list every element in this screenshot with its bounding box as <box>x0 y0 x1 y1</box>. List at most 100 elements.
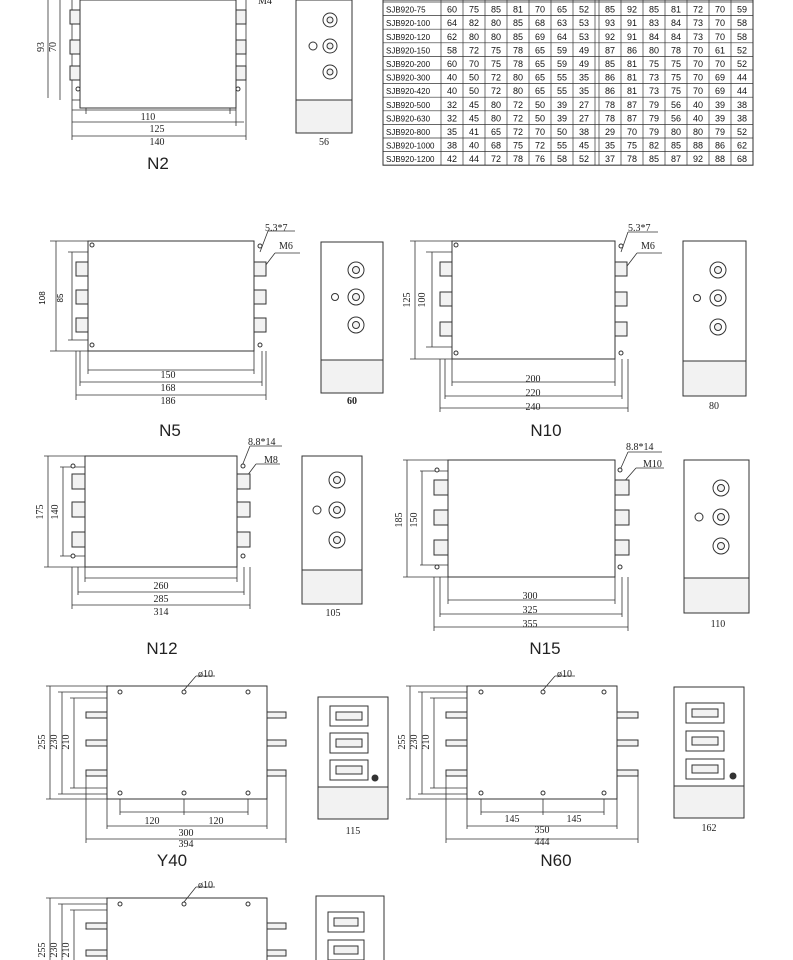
n2-drawing: 93 70 110 125 140 M4 56 N2 <box>36 0 353 173</box>
table-value-cell: 40 <box>693 100 703 110</box>
n10-hole-label: 5.3*7 <box>628 223 651 234</box>
table-model-cell: SJB920-420 <box>386 87 431 96</box>
table-value-cell: 80 <box>491 113 501 123</box>
table-value-cell: 72 <box>469 45 479 55</box>
table-value-cell: 85 <box>605 59 615 69</box>
table-value-cell: 82 <box>469 18 479 28</box>
table-value-cell: 58 <box>447 45 457 55</box>
table-value-cell: 38 <box>579 127 589 137</box>
n10-h2-label: 100 <box>417 293 428 308</box>
table-value-cell: 62 <box>737 141 747 151</box>
table-value-cell: 75 <box>491 45 501 55</box>
n12-side-terminals <box>312 471 346 549</box>
table-value-cell: 44 <box>737 86 747 96</box>
table-value-cell: 50 <box>469 73 479 83</box>
n10-front-view <box>451 240 616 360</box>
table-value-cell: 81 <box>671 5 681 15</box>
table-value-cell: 38 <box>737 113 747 123</box>
n15-w1-label: 300 <box>523 591 538 602</box>
table-model-cell: SJB920-200 <box>386 60 431 69</box>
table-model-cell: SJB920-800 <box>386 128 431 137</box>
n2-front-view <box>79 0 237 109</box>
table-value-cell: 85 <box>671 141 681 151</box>
n60-caption: N60 <box>540 851 571 870</box>
table-value-cell: 85 <box>513 18 523 28</box>
table-value-cell: 70 <box>469 59 479 69</box>
table-value-cell: 72 <box>513 100 523 110</box>
y40-terminals <box>85 711 287 777</box>
table-value-cell: 80 <box>513 73 523 83</box>
table-value-cell: 50 <box>469 86 479 96</box>
bottom-side-terminal-blocks <box>327 911 365 960</box>
table-value-cell: 82 <box>649 141 659 151</box>
table-value-cell: 65 <box>535 73 545 83</box>
table-value-cell: 75 <box>649 59 659 69</box>
n12-h1-label: 175 <box>35 505 46 520</box>
table-value-cell: 35 <box>605 141 615 151</box>
table-model-cell: SJB920-120 <box>386 33 431 42</box>
n15-thread-label: M10 <box>643 459 662 470</box>
table-value-cell: 58 <box>557 154 567 164</box>
n5-w1-label: 150 <box>161 370 176 381</box>
table-value-cell: 80 <box>491 100 501 110</box>
y40-drawing: 255 230 210 120 120 300 394 ø10 115 Y40 <box>37 669 389 870</box>
y40-h2-label: 230 <box>49 735 60 750</box>
table-value-cell: 73 <box>649 86 659 96</box>
table-value-cell: 85 <box>513 32 523 42</box>
table-value-cell: 78 <box>513 154 523 164</box>
n12-w2-label: 285 <box>154 594 169 605</box>
table-value-cell: 55 <box>557 73 567 83</box>
table-value-cell: 53 <box>579 18 589 28</box>
table-value-cell: 40 <box>447 86 457 96</box>
table-value-cell: 45 <box>579 141 589 151</box>
table-value-cell: 79 <box>649 113 659 123</box>
table-value-cell: 79 <box>649 100 659 110</box>
table-value-cell: 70 <box>693 73 703 83</box>
table-value-cell: 84 <box>649 32 659 42</box>
table-value-cell: 81 <box>627 86 637 96</box>
n15-side-terminals <box>694 479 730 555</box>
n10-terminals <box>439 261 628 337</box>
table-value-cell: 72 <box>491 73 501 83</box>
table-value-cell: 76 <box>535 154 545 164</box>
n12-h2-label: 140 <box>50 505 61 520</box>
table-value-cell: 86 <box>627 45 637 55</box>
table-value-cell: 70 <box>693 86 703 96</box>
n2-terminals <box>69 9 247 81</box>
n60-hole-label: ø10 <box>557 669 572 680</box>
table-value-cell: 92 <box>693 154 703 164</box>
table-model-cell: SJB920-75 <box>386 6 426 15</box>
table-value-cell: 75 <box>469 5 479 15</box>
table-value-cell: 75 <box>671 73 681 83</box>
table-value-cell: 81 <box>627 59 637 69</box>
table-value-cell: 27 <box>579 113 589 123</box>
table-value-cell: 72 <box>513 127 523 137</box>
table-value-cell: 85 <box>649 5 659 15</box>
n5-h1-label: 108 <box>38 291 47 305</box>
table-value-cell: 62 <box>447 32 457 42</box>
table-value-cell: 92 <box>627 5 637 15</box>
table-value-cell: 68 <box>491 141 501 151</box>
table-value-cell: 75 <box>627 141 637 151</box>
n5-depth-label: 60 <box>347 396 357 407</box>
table-value-cell: 80 <box>469 32 479 42</box>
table-value-cell: 87 <box>627 113 637 123</box>
n12-w1-label: 260 <box>154 581 169 592</box>
table-value-cell: 72 <box>513 113 523 123</box>
table-value-cell: 50 <box>557 127 567 137</box>
table-value-cell: 68 <box>737 154 747 164</box>
table-value-cell: 75 <box>513 141 523 151</box>
table-value-cell: 44 <box>469 154 479 164</box>
table-value-cell: 81 <box>513 5 523 15</box>
table-value-cell: 85 <box>605 5 615 15</box>
table-value-cell: 32 <box>447 100 457 110</box>
table-value-cell: 52 <box>579 154 589 164</box>
n10-drawing: 125 100 200 220 240 5.3*7 M6 80 N10 <box>402 223 747 440</box>
n2-thread-label: M4 <box>258 0 272 7</box>
y40-a-label: 120 <box>145 816 160 827</box>
n10-thread-label: M6 <box>641 241 655 252</box>
table-value-cell: 70 <box>535 127 545 137</box>
bottom-h2-label: 230 <box>49 943 60 958</box>
table-value-cell: 70 <box>535 5 545 15</box>
